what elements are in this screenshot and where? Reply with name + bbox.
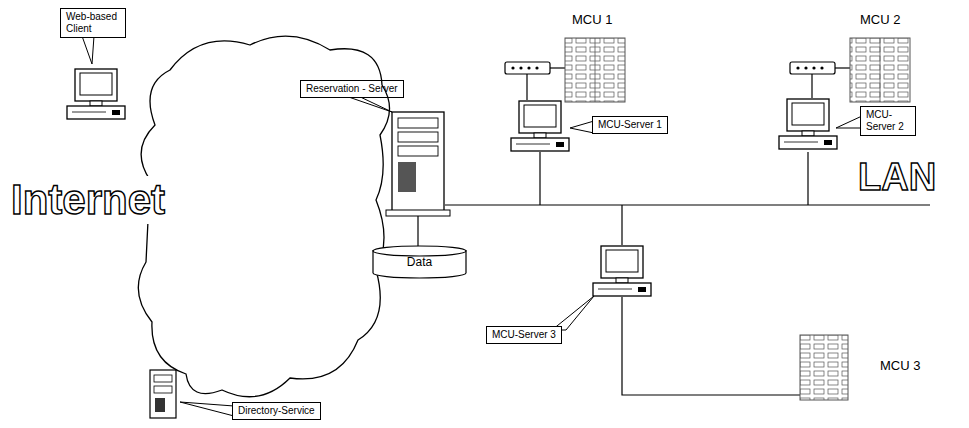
callout-tail (82, 36, 862, 416)
cloud-outline (0, 0, 420, 428)
hub-wire (550, 67, 565, 68)
server-tower (386, 112, 450, 216)
mcu-rack (800, 335, 848, 400)
hub-wire (811, 74, 812, 98)
callout-text: Web-based Client (66, 11, 120, 35)
callout-text: MCU-Server 3 (492, 329, 556, 341)
data-cylinder: Data (372, 245, 467, 279)
cylinder-text: Data (378, 255, 461, 269)
cloud-outline (138, 36, 389, 397)
callout-box: MCU-Server 1 (592, 116, 668, 134)
cylinder-outline (373, 246, 466, 256)
data-wire (417, 215, 418, 247)
server-tower (150, 370, 176, 418)
mcu-rack (850, 38, 910, 102)
lan-line (445, 204, 930, 205)
hub-wire (835, 67, 850, 68)
device-label: MCU 1 (572, 12, 612, 27)
device-label: MCU 3 (880, 358, 920, 373)
hub-wire (526, 74, 527, 100)
device-label: MCU 2 (860, 12, 900, 27)
mcu3-wire (622, 297, 800, 395)
callout-text: Directory-Service (238, 405, 315, 417)
mcu-server-computer (779, 99, 837, 149)
lan-drop (807, 152, 808, 205)
lan-drop (539, 152, 540, 205)
callout-box: MCU-Server 3 (486, 326, 562, 344)
mcu-server-computer (511, 101, 569, 151)
mcu-rack (565, 38, 625, 102)
callout-box: Reservation - Server (300, 80, 404, 98)
cloud-title: Internet (8, 176, 168, 224)
callout-box: Directory-Service (232, 402, 321, 420)
hub (790, 62, 835, 74)
network-label: LAN (858, 156, 936, 198)
callout-text: Reservation - Server (306, 83, 398, 95)
callout-text: MCU-Server 1 (598, 119, 662, 131)
client-computer (67, 69, 125, 119)
wires (418, 68, 930, 395)
callout-box: MCU-Server 2 (860, 106, 916, 136)
internet-cloud: Internet (0, 0, 420, 428)
lan-drop (621, 205, 622, 245)
hub (505, 62, 550, 74)
mcu-server-computer (593, 246, 651, 296)
callout-text: MCU-Server 2 (866, 109, 910, 133)
callout-box: Web-based Client (60, 8, 126, 38)
cylinder-text-wrap: Data (372, 245, 467, 273)
